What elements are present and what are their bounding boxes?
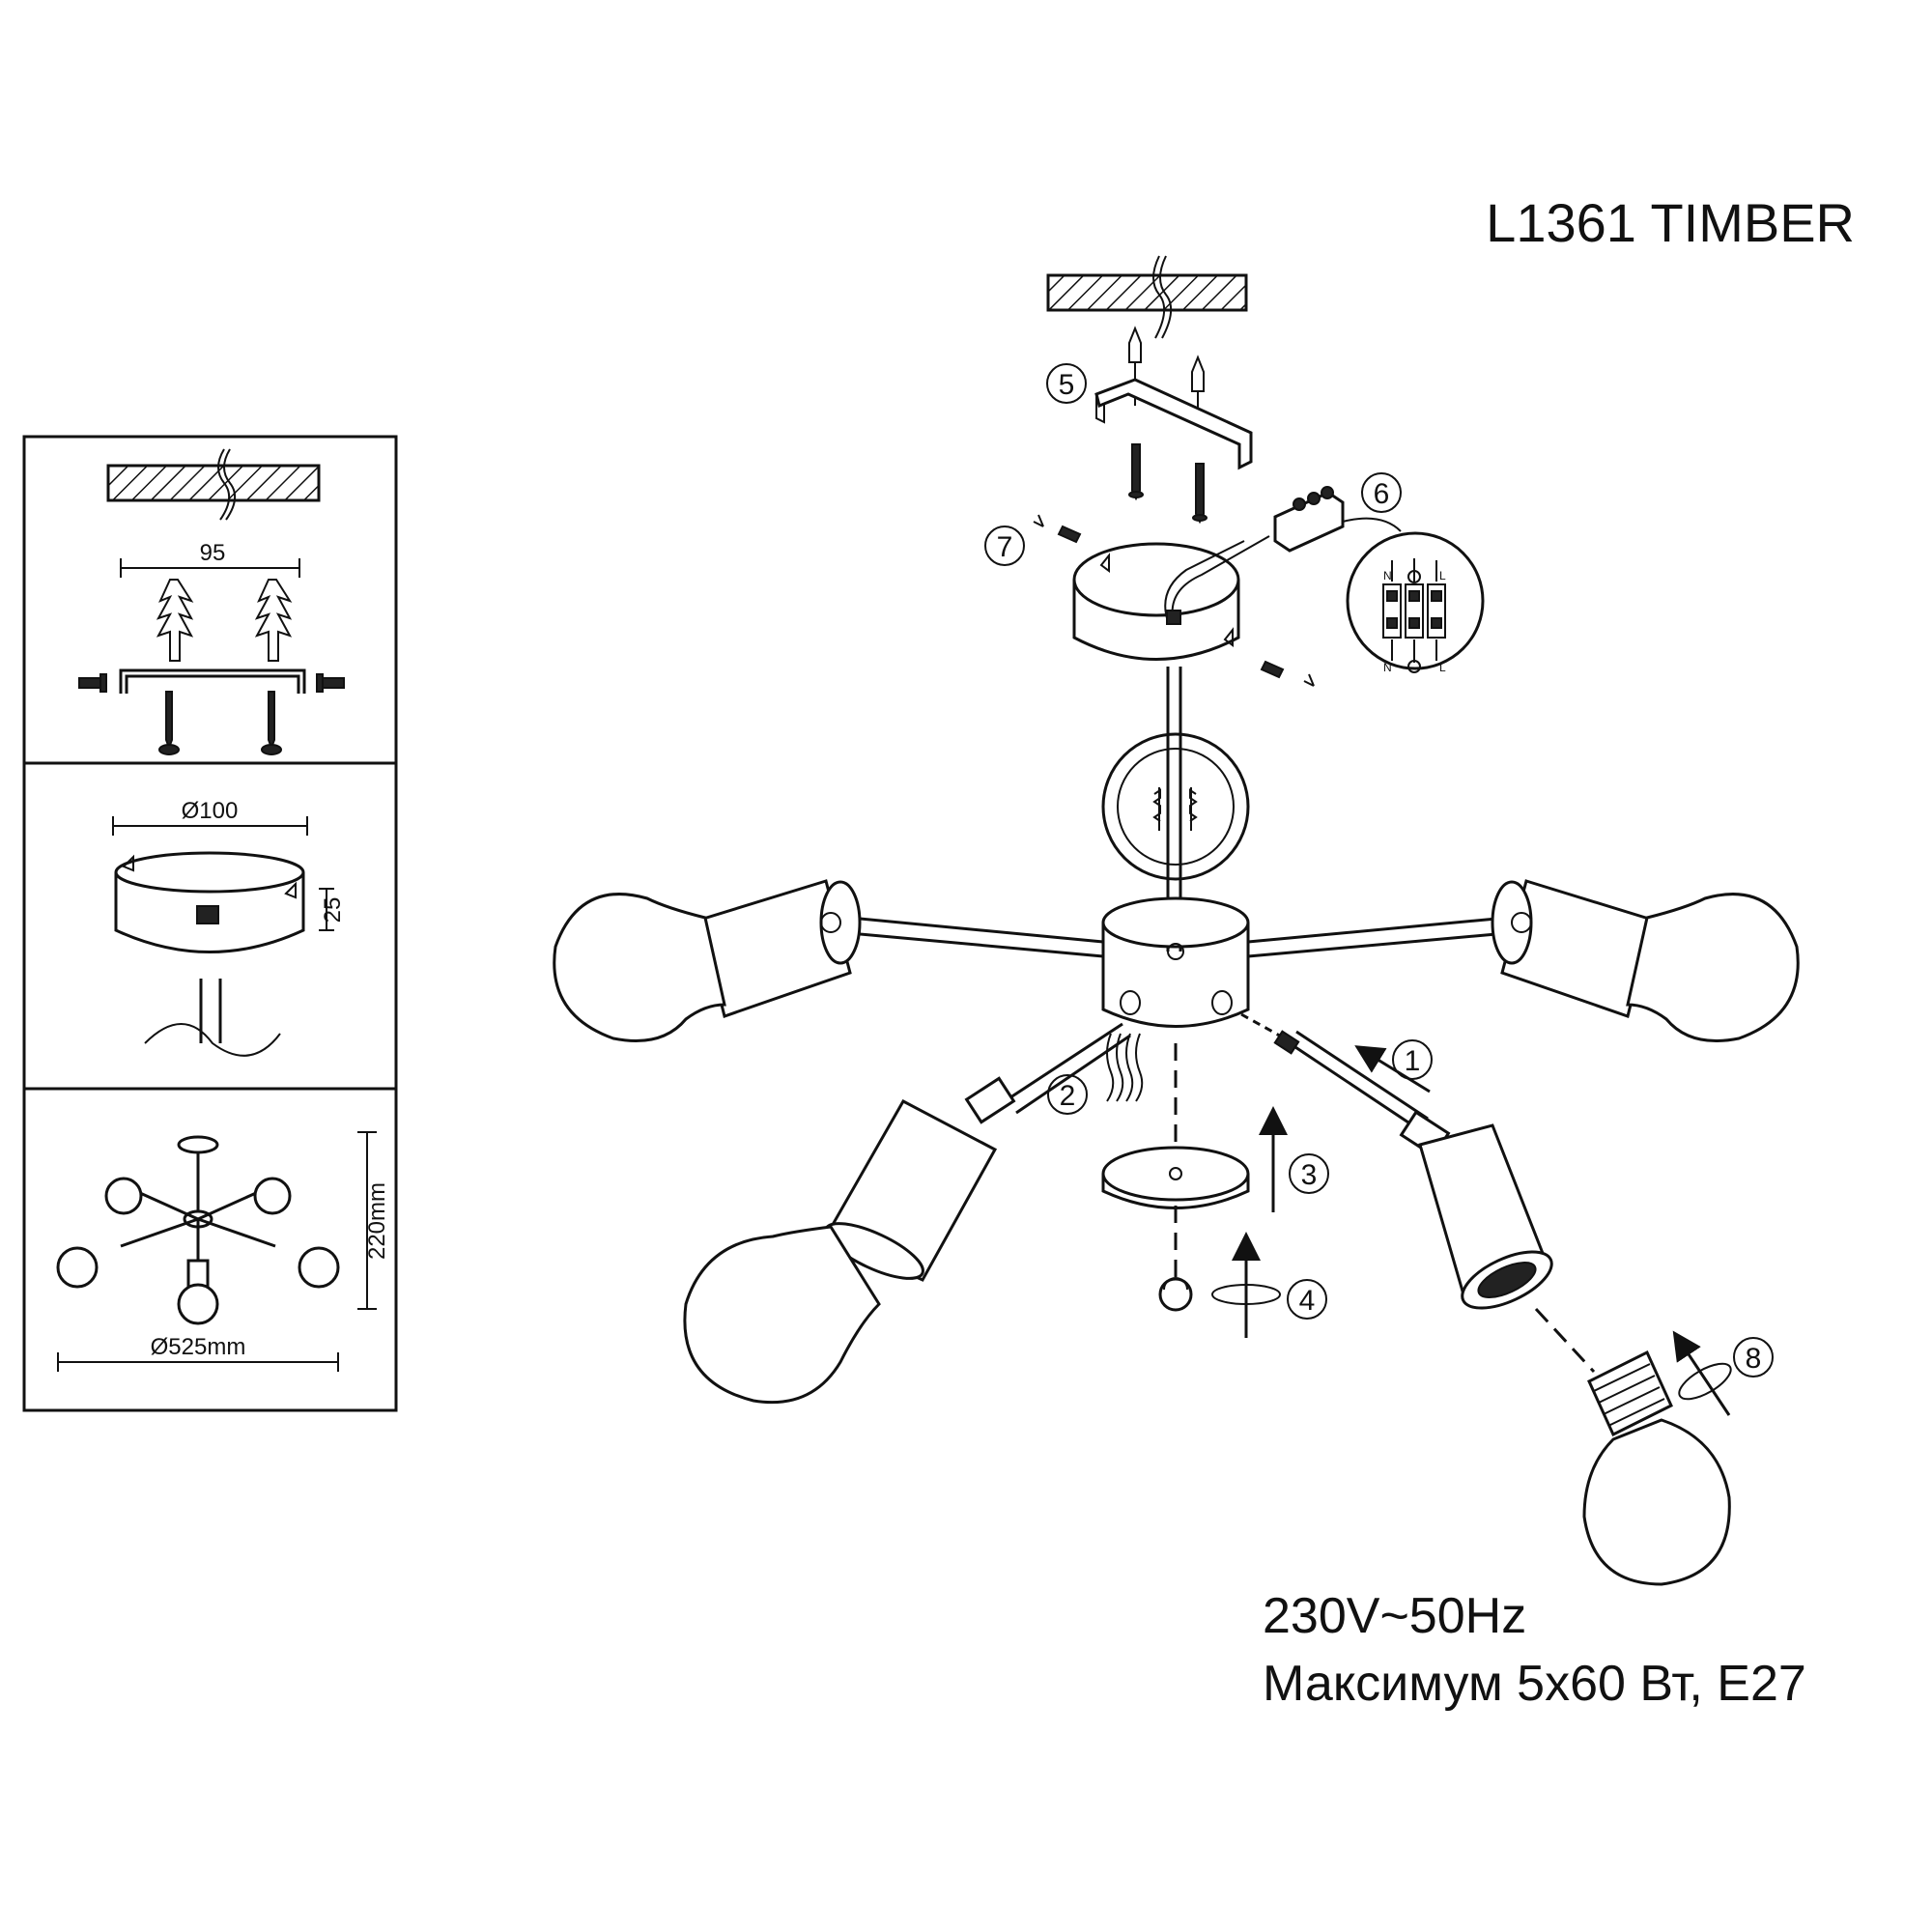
svg-text:1: 1 <box>1405 1045 1421 1077</box>
canopy-height-dim: 25 <box>320 897 346 923</box>
step-label: 5 <box>1046 363 1087 404</box>
svg-text:6: 6 <box>1374 478 1390 510</box>
panel-canopy-dimensions: Ø100 25 <box>112 798 346 1057</box>
canopy-diameter-dim: Ø100 <box>182 798 239 824</box>
step-label: 3 <box>1289 1153 1329 1194</box>
terminal-label-l-top: L <box>1439 569 1446 582</box>
wood-screw-icon <box>1128 443 1144 501</box>
wood-screw-icon <box>261 691 282 755</box>
product-title: L1361 TIMBER <box>1486 192 1855 253</box>
voltage-spec: 230V~50Hz <box>1263 1588 1526 1644</box>
bracket-width-dim: 95 <box>200 540 226 566</box>
svg-text:2: 2 <box>1060 1080 1076 1112</box>
terminal-block <box>1273 486 1345 553</box>
rotate-arrow-icon <box>1672 1330 1732 1416</box>
coupling-detail <box>1101 732 1250 881</box>
central-hub <box>1101 896 1250 1028</box>
set-screw-icon <box>1033 514 1082 544</box>
svg-text:7: 7 <box>997 531 1013 563</box>
cover-plate <box>1101 1146 1250 1209</box>
wire-bundle <box>1106 1033 1144 1102</box>
wall-plug-icon <box>156 579 194 662</box>
wall-plug-icon <box>254 579 293 662</box>
wood-screw-icon <box>1192 463 1208 525</box>
step-label: 2 <box>1047 1074 1088 1115</box>
rotate-arrow-icon <box>1211 1232 1281 1338</box>
canopy <box>1072 535 1270 661</box>
set-screw-icon <box>1260 660 1315 687</box>
step-label: 7 <box>984 526 1025 566</box>
overall-diameter-dim: Ø525mm <box>151 1334 246 1360</box>
bulb-lower-left <box>683 1225 881 1405</box>
dimension-panel: 95 <box>22 435 398 1412</box>
wood-screw-icon <box>158 691 180 755</box>
socket-upper-right <box>1491 879 1654 1018</box>
svg-text:8: 8 <box>1746 1343 1762 1375</box>
main-assembly: N L N L <box>553 255 1800 1586</box>
wiring-detail: N L N L <box>1346 531 1485 674</box>
mounting-bracket <box>119 668 306 694</box>
svg-text:3: 3 <box>1301 1159 1318 1191</box>
screw-icon <box>78 673 107 693</box>
socket-lower-left <box>823 1098 998 1282</box>
bulb-upper-left <box>553 893 726 1042</box>
terminal-label-n-top: N <box>1383 569 1392 582</box>
ground-icon <box>1407 660 1421 673</box>
loose-bulb <box>1582 1350 1731 1586</box>
mounting-bracket <box>1094 378 1253 470</box>
screw-icon <box>316 673 345 693</box>
cap-nut <box>1158 1277 1193 1312</box>
ground-icon <box>1407 570 1421 583</box>
panel-overall-dimensions: 220mm Ø525mm <box>56 1131 390 1372</box>
socket-upper-left <box>698 879 862 1018</box>
bulb-upper-right <box>1626 893 1800 1042</box>
step-label: 1 <box>1392 1039 1433 1080</box>
overall-height-dim: 220mm <box>364 1182 390 1260</box>
socket-lower-right <box>1418 1123 1553 1310</box>
panel-bracket-dimensions: 95 <box>78 448 345 755</box>
svg-text:4: 4 <box>1299 1285 1316 1317</box>
step-label: 6 <box>1361 472 1402 513</box>
step-label: 4 <box>1287 1279 1327 1320</box>
step-label: 8 <box>1733 1337 1774 1378</box>
max-power-spec: Максимум 5x60 Вт, E27 <box>1263 1656 1806 1712</box>
terminal-label-n-bottom: N <box>1383 661 1392 674</box>
svg-text:5: 5 <box>1059 369 1075 401</box>
terminal-label-l-bottom: L <box>1439 661 1446 674</box>
ceiling <box>1046 273 1248 312</box>
